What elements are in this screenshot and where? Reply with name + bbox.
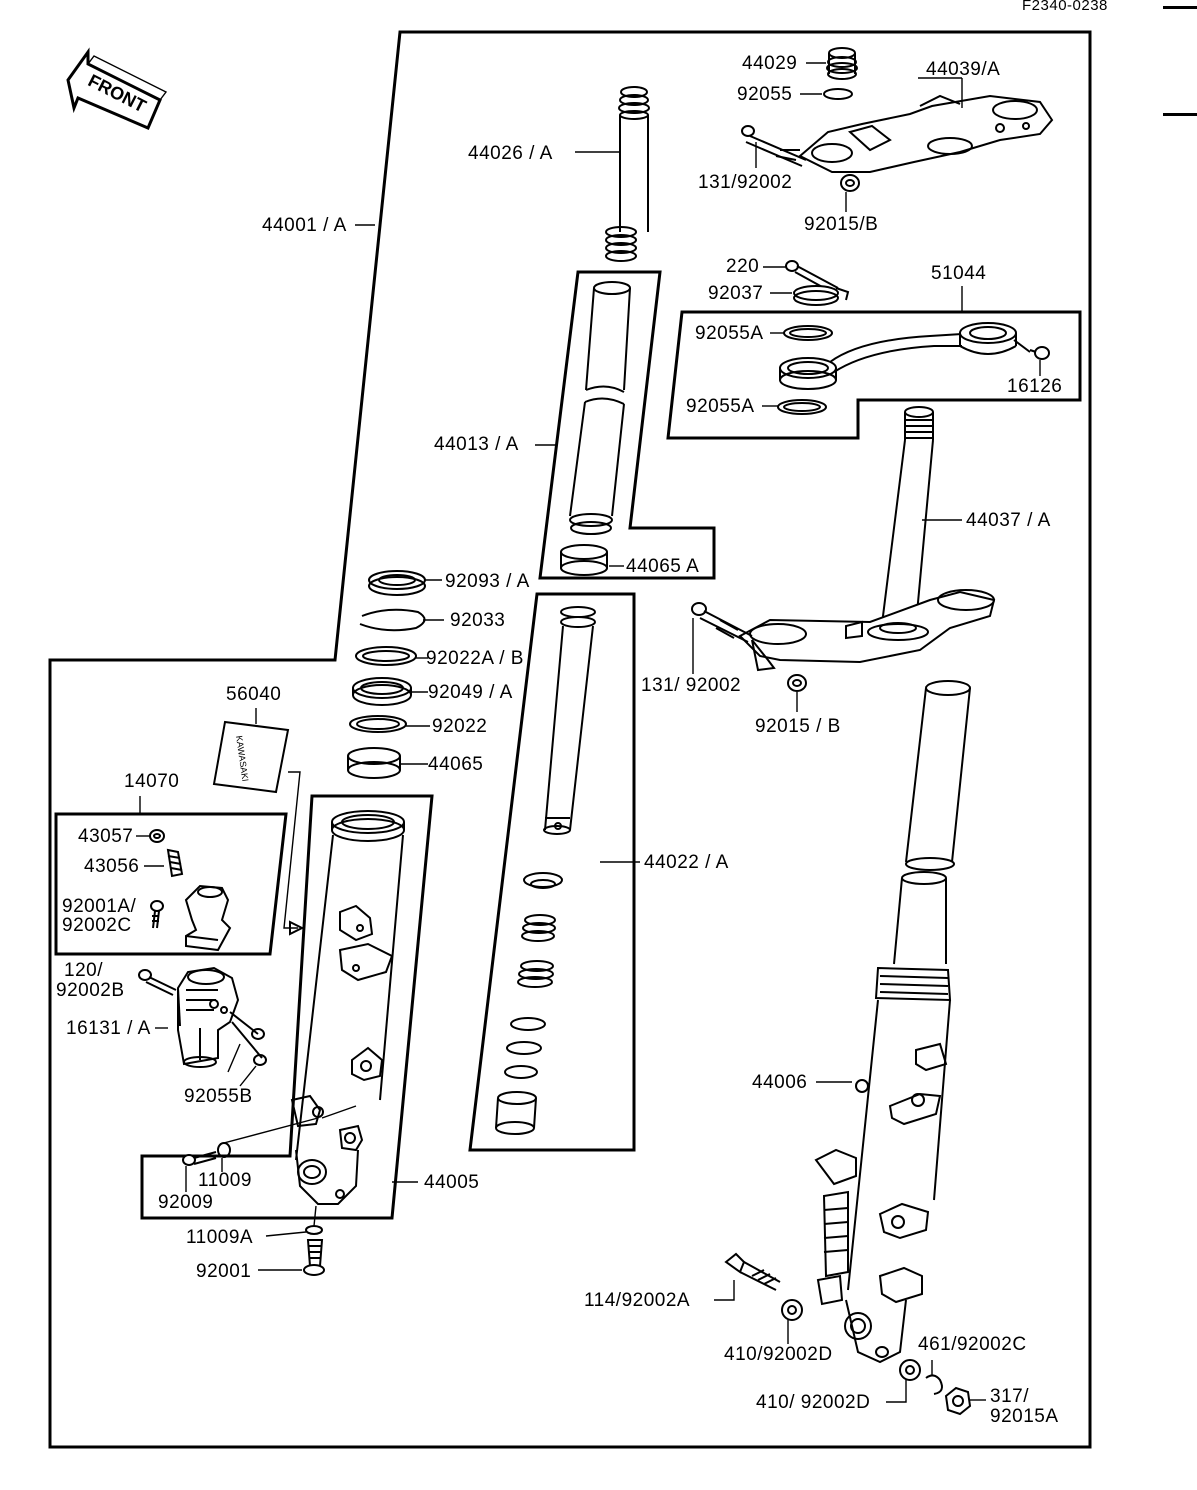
- part-43056: [166, 848, 184, 878]
- label-131-mid: 131/ 92002: [641, 675, 742, 696]
- part-92001A: [150, 900, 164, 929]
- part-92033: [359, 608, 426, 632]
- diagram-code: F2340-0238: [1022, 0, 1108, 14]
- label-56040: 56040: [226, 684, 282, 705]
- part-16131: [177, 966, 267, 1068]
- frame-44013: [538, 270, 716, 580]
- part-92037: [793, 285, 850, 306]
- label-92001: 92001: [196, 1261, 252, 1282]
- label-44001: 44001 / A: [262, 215, 347, 236]
- nut-317: [944, 1386, 972, 1416]
- nut-92015-mid: [787, 674, 807, 692]
- part-92022AB: [355, 646, 417, 666]
- edge-mark-mid: [1163, 113, 1197, 116]
- part-44005: [290, 810, 405, 1205]
- label-16131: 16131 / A: [66, 1018, 151, 1039]
- part-11009: [217, 1142, 231, 1158]
- label-120: 120/: [64, 960, 103, 981]
- part-461: [925, 1374, 943, 1395]
- part-44006: [814, 680, 971, 1364]
- label-44006: 44006: [752, 1072, 808, 1093]
- part-44029: [826, 47, 858, 80]
- label-410-b: 410/ 92002D: [756, 1392, 871, 1413]
- label-92015-mid: 92015 / B: [755, 716, 841, 737]
- frame-44022: [468, 592, 636, 1152]
- part-44065A: [560, 544, 608, 576]
- bolt-120: [138, 969, 177, 996]
- part-51044: [779, 322, 1031, 390]
- bolt-114: [724, 1252, 781, 1291]
- part-92022: [349, 715, 407, 733]
- label-410-a: 410/92002D: [724, 1344, 833, 1365]
- label-44005: 44005: [424, 1172, 480, 1193]
- label-92055A-bot: 92055A: [686, 396, 755, 417]
- label-92093: 92093 / A: [445, 571, 530, 592]
- part-92055: [823, 88, 853, 100]
- part-16126: [1029, 346, 1050, 360]
- label-92033: 92033: [450, 610, 506, 631]
- part-92001: [303, 1239, 325, 1276]
- label-461: 461/92002C: [918, 1334, 1027, 1355]
- part-44026: [605, 86, 650, 262]
- edge-mark-top: [1163, 6, 1197, 9]
- label-92055B: 92055B: [184, 1086, 253, 1107]
- label-51044: 51044: [931, 263, 987, 284]
- frame-44005: [140, 794, 434, 1220]
- bolt-131-top: [741, 125, 807, 167]
- frame-51044: [666, 310, 1082, 440]
- part-92009: [182, 1151, 217, 1166]
- label-44039: 44039/A: [926, 59, 1001, 80]
- label-92022: 92022: [432, 716, 488, 737]
- part-92093: [368, 570, 426, 596]
- label-92049: 92049 / A: [428, 682, 513, 703]
- label-92002B: 92002B: [56, 980, 125, 1001]
- washer-410-b: [899, 1359, 921, 1381]
- label-92015-top: 92015/B: [804, 214, 879, 235]
- label-44029: 44029: [742, 53, 798, 74]
- label-317: 317/: [990, 1386, 1029, 1407]
- label-92055: 92055: [737, 84, 793, 105]
- label-11009: 11009: [198, 1170, 252, 1191]
- label-44037: 44037 / A: [966, 510, 1051, 531]
- label-16126: 16126: [1007, 376, 1063, 397]
- label-43057: 43057: [78, 826, 134, 847]
- label-11009A: 11009A: [186, 1227, 254, 1248]
- label-44065: 44065: [428, 754, 484, 775]
- decal-56040: KAWASAKI: [212, 720, 290, 794]
- part-44037: [738, 406, 996, 672]
- label-43056: 43056: [84, 856, 140, 877]
- nut-92015-top: [840, 174, 860, 192]
- label-44026: 44026 / A: [468, 143, 553, 164]
- label-92009: 92009: [158, 1192, 214, 1213]
- part-44039: [798, 94, 1054, 173]
- main-outline: [48, 30, 1092, 1449]
- label-14070: 14070: [124, 771, 180, 792]
- part-92055A-bot: [777, 399, 827, 415]
- label-114: 114/92002A: [584, 1290, 691, 1311]
- frame-14070: [54, 812, 288, 956]
- label-220: 220: [726, 256, 760, 277]
- label-92055A-top: 92055A: [695, 323, 764, 344]
- label-131-top: 131/92002: [698, 172, 793, 193]
- part-14070: [184, 884, 232, 952]
- front-arrow-icon: FRONT: [66, 47, 168, 130]
- label-44065A: 44065 A: [626, 556, 700, 577]
- part-44022: [495, 606, 596, 1135]
- label-92037: 92037: [708, 283, 764, 304]
- part-92049: [352, 677, 412, 706]
- label-44022: 44022 / A: [644, 852, 729, 873]
- label-92015A: 92015A: [990, 1406, 1059, 1427]
- label-92022AB: 92022A / B: [426, 648, 524, 669]
- part-11009A: [305, 1225, 323, 1235]
- part-43057: [149, 829, 165, 843]
- part-44013: [569, 281, 631, 535]
- label-44013: 44013 / A: [434, 434, 519, 455]
- washer-410-a: [781, 1299, 803, 1321]
- part-44065: [347, 747, 401, 779]
- label-92001A: 92001A/: [62, 896, 137, 917]
- bolt-131-mid: [691, 602, 753, 643]
- label-92002C: 92002C: [62, 915, 132, 936]
